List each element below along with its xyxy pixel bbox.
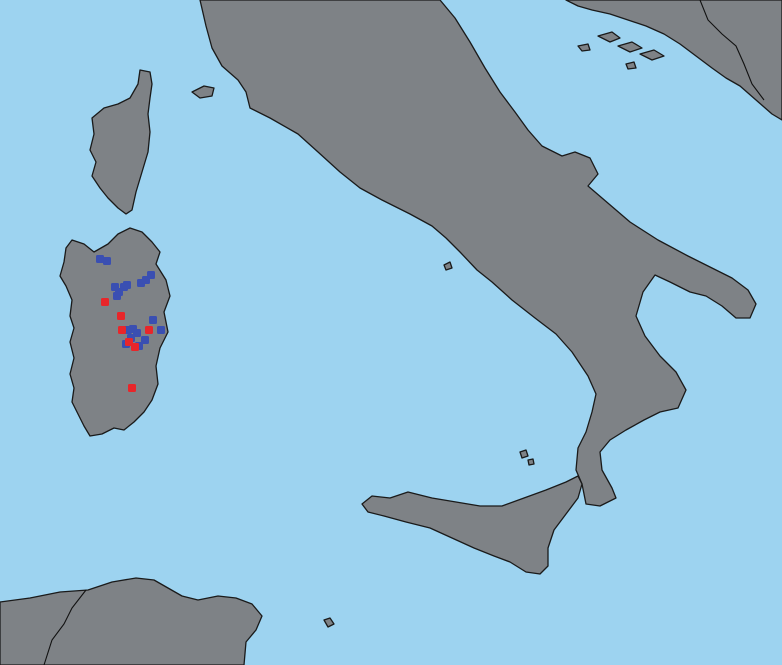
small-island-south bbox=[323, 617, 335, 628]
corsica bbox=[89, 69, 153, 215]
italian-peninsula bbox=[199, 0, 757, 507]
country-border-north-africa bbox=[43, 589, 87, 665]
red-marker-4 bbox=[145, 326, 153, 334]
dalmatian-island-3 bbox=[639, 49, 665, 61]
marker-layer bbox=[96, 255, 165, 392]
blue-marker-10 bbox=[147, 271, 155, 279]
dalmatian-island-2 bbox=[617, 41, 643, 53]
blue-marker-7 bbox=[113, 292, 121, 300]
dalmatian-island-4 bbox=[577, 43, 591, 52]
ischia-island bbox=[443, 261, 453, 271]
north-africa-coast bbox=[0, 577, 263, 665]
red-marker-1 bbox=[101, 298, 109, 306]
elba-island bbox=[191, 85, 215, 99]
red-marker-3 bbox=[118, 326, 126, 334]
blue-marker-1 bbox=[96, 255, 104, 263]
blue-marker-18 bbox=[141, 336, 149, 344]
dalmatian-island-1 bbox=[597, 31, 621, 43]
balkan-coast bbox=[565, 0, 782, 121]
red-marker-7 bbox=[128, 384, 136, 392]
blue-marker-6 bbox=[123, 281, 131, 289]
red-marker-6 bbox=[131, 343, 139, 351]
aeolian-island-1 bbox=[519, 449, 529, 459]
blue-marker-11 bbox=[149, 316, 157, 324]
blue-marker-2 bbox=[103, 257, 111, 265]
sicily bbox=[361, 475, 583, 575]
red-marker-2 bbox=[117, 312, 125, 320]
dalmatian-island-5 bbox=[625, 61, 637, 70]
blue-marker-15 bbox=[133, 329, 141, 337]
red-marker-5 bbox=[125, 338, 133, 346]
blue-marker-12 bbox=[157, 326, 165, 334]
country-border-balkans bbox=[699, 0, 765, 101]
aeolian-island-2 bbox=[527, 458, 535, 466]
